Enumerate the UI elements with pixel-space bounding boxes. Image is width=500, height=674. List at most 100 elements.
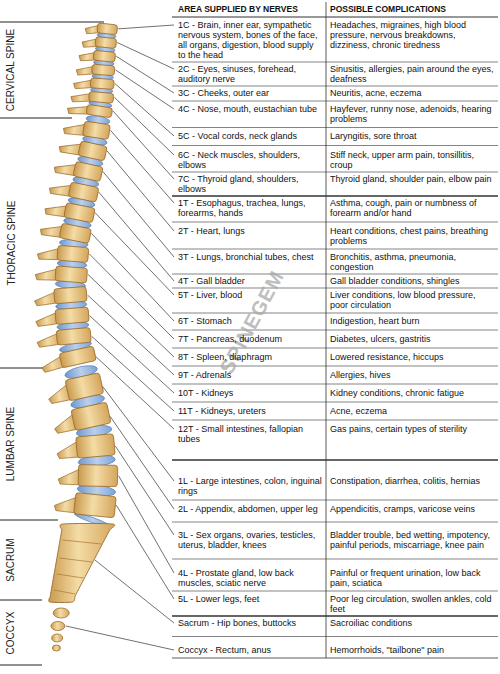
table-rule	[172, 288, 498, 289]
table-rule	[172, 222, 498, 223]
vertebral-body	[73, 161, 103, 181]
table-rule	[172, 500, 498, 501]
vertebral-body	[55, 266, 88, 283]
nerve-area-cell: 10T - Kidneys	[178, 388, 323, 398]
sacral-ridge	[60, 558, 92, 562]
vertebral-body	[89, 91, 114, 103]
complication-cell: Painful or frequent urination, low back …	[330, 568, 496, 588]
nerve-area-cell: 1C - Brain, inner ear, sympathetic nervo…	[178, 20, 323, 60]
complication-cell: Liver conditions, low blood pressure, po…	[330, 290, 496, 310]
vertebral-body	[95, 37, 117, 49]
vertebral-body	[90, 78, 114, 90]
vertebra	[82, 35, 117, 50]
sacral-ridge	[63, 540, 102, 544]
nerve-area-cell: 5L - Lower legs, feet	[178, 594, 323, 604]
complication-cell: Asthma, cough, pain or numbness of forea…	[330, 198, 496, 218]
leader-lines	[66, 25, 174, 650]
vertebra	[45, 373, 103, 406]
table-rule	[172, 636, 498, 637]
vertebral-body	[93, 50, 116, 62]
nerve-area-cell: 7T - Pancreas, duodenum	[178, 334, 323, 344]
column-header: POSSIBLE COMPLICATIONS	[330, 4, 496, 14]
nerve-area-cell: 3T - Lungs, bronchial tubes, chest	[178, 252, 323, 262]
vertebra	[67, 101, 113, 119]
region-divider	[0, 22, 104, 23]
table-rule	[172, 145, 498, 146]
table-rule	[172, 313, 498, 314]
complication-cell: Bladder trouble, bed wetting, impotency,…	[330, 530, 496, 550]
nerve-area-cell: 6T - Stomach	[178, 316, 323, 326]
vertebra	[37, 244, 89, 263]
vertebra	[34, 286, 87, 306]
nerve-area-cell: 3L - Sex organs, ovaries, testicles, ute…	[178, 530, 323, 550]
nerve-area-cell: 7C - Thyroid gland, shoulders, elbows	[178, 174, 323, 194]
spine-region-label: COCCYX	[5, 611, 17, 654]
nerve-area-cell: 2T - Heart, lungs	[178, 226, 323, 236]
table-rule	[172, 127, 498, 128]
vertebral-body	[74, 493, 117, 518]
complication-cell: Kidney conditions, chronic fatigue	[330, 388, 496, 398]
vertebral-body	[86, 104, 113, 118]
table-rule	[172, 402, 498, 403]
table-rules	[172, 2, 498, 658]
table-rule	[172, 559, 498, 560]
vertebral-body	[59, 223, 91, 243]
vertebra	[54, 491, 116, 518]
nerve-area-cell: 1L - Large intestines, colon, inguinal r…	[178, 476, 323, 496]
nerve-area-cell: 4C - Nose, mouth, eustachian tube	[178, 104, 323, 114]
leader-line	[99, 192, 174, 281]
vertebra	[70, 90, 113, 106]
vertebral-body	[57, 245, 89, 262]
vertebral-body	[56, 327, 91, 345]
table-rule	[172, 195, 498, 196]
complication-cell: Hemorrhoids, "tailbone" pain	[330, 645, 496, 655]
table-rule	[172, 86, 498, 87]
leader-line	[92, 336, 174, 411]
nerve-area-cell: 2C - Eyes, sinuses, forehead, auditory n…	[178, 64, 323, 84]
spine-region-label: SACRUM	[5, 538, 17, 581]
leader-line	[116, 56, 174, 93]
vertebra	[58, 136, 107, 161]
complication-cell: Poor leg circulation, swollen ankles, co…	[330, 594, 496, 614]
complication-cell: Hayfever, runny nose, adenoids, hearing …	[330, 104, 496, 124]
vertebra	[76, 63, 115, 78]
complication-cell: Laryngitis, sore throat	[330, 131, 496, 141]
vertebra	[56, 434, 115, 460]
complication-cell: Gas pains, certain types of sterility	[330, 424, 496, 434]
table-rule	[172, 420, 498, 421]
table-rule	[172, 172, 498, 173]
nerve-area-cell: Sacrum - Hip bones, buttocks	[178, 618, 323, 628]
region-divider	[0, 118, 72, 119]
table-rule	[172, 522, 498, 523]
nerve-area-cell: 2L - Appendix, abdomen, upper leg	[178, 504, 323, 514]
complication-cell: Diabetes, ulcers, gastritis	[330, 334, 496, 344]
leader-line	[107, 151, 174, 231]
spine-region-label: THORACIC SPINE	[5, 200, 17, 285]
complication-cell: Appendicitis, cramps, varicose veins	[330, 504, 496, 514]
leader-line	[88, 295, 174, 375]
leader-line	[91, 233, 174, 321]
nerve-area-cell: 5C - Vocal cords, neck glands	[178, 131, 323, 141]
nerve-area-cell: 3C - Cheeks, outer ear	[178, 88, 323, 98]
sacrum-bone	[49, 523, 115, 602]
region-divider	[0, 665, 42, 666]
table-rule	[172, 249, 498, 250]
coccyx-bone	[51, 622, 65, 631]
leader-line	[95, 560, 174, 623]
vertebral-body	[97, 23, 118, 35]
vertebra	[53, 157, 103, 182]
nerve-area-cell: 9T - Adrenals	[178, 370, 323, 380]
table-rule	[172, 101, 498, 102]
nerve-area-cell: 6C - Neck muscles, shoulders, elbows	[178, 150, 323, 170]
complication-cell: Thyroid gland, shoulder pain, elbow pain	[330, 174, 496, 184]
nerve-area-cell: 5T - Liver, blood	[178, 290, 323, 300]
leader-line	[119, 476, 174, 573]
complication-cell: Bronchitis, asthma, pneumonia, congestio…	[330, 252, 496, 272]
complication-cell: Constipation, diarrhea, colitis, hernias	[330, 476, 496, 486]
table-rule	[172, 330, 498, 331]
table-rule	[326, 2, 327, 658]
sacral-ridge	[54, 590, 75, 594]
vertebra	[79, 49, 116, 65]
complication-cell: Sinusitis, allergies, pain around the ey…	[330, 64, 496, 84]
